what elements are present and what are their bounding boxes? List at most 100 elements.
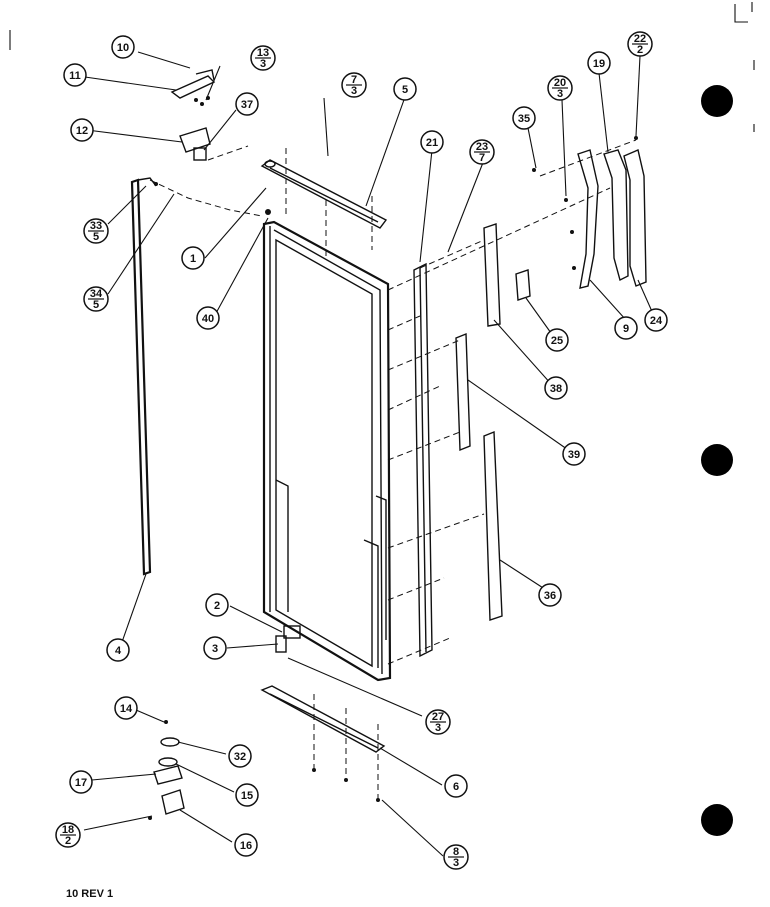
callout-sheet-number: 5	[93, 299, 99, 311]
callout-number: 35	[518, 113, 530, 125]
callout-circle	[420, 130, 444, 154]
callout-number: 16	[240, 840, 252, 852]
callout-circle	[644, 308, 668, 332]
revision-label: 10 REV 1	[66, 888, 114, 900]
callout-14: 14	[114, 696, 138, 720]
callout-40: 40	[196, 306, 220, 330]
callout-number: 33	[90, 220, 102, 232]
door-gasket-strip	[130, 177, 263, 576]
callout-number: 10	[117, 42, 129, 54]
callout-circle	[444, 774, 468, 798]
callout-sheet-number: 2	[637, 44, 643, 56]
callout-6: 6	[444, 774, 468, 798]
callout-number: 37	[241, 99, 253, 111]
callout-5: 5	[393, 77, 417, 101]
callout-11: 11	[63, 63, 87, 87]
callout-number: 6	[453, 781, 459, 793]
callout-sheet-number: 3	[453, 857, 459, 869]
callout-sheet-number: 3	[435, 722, 441, 734]
callout-9: 9	[614, 316, 638, 340]
callout-number: 32	[234, 751, 246, 763]
callout-4: 4	[106, 638, 130, 662]
callout-number: 38	[550, 383, 562, 395]
callout-2: 2	[205, 593, 229, 617]
scan-edge-marks	[9, 2, 755, 132]
callout-number: 39	[568, 449, 580, 461]
callout-33-5: 335	[83, 218, 109, 244]
callout-number: 24	[650, 315, 663, 327]
callout-38: 38	[544, 376, 568, 400]
callout-circle	[234, 833, 258, 857]
callout-circle	[203, 636, 227, 660]
callout-number: 13	[257, 47, 269, 59]
binder-holes	[701, 85, 733, 836]
callout-circle	[512, 106, 536, 130]
bottom-door-cap	[260, 685, 386, 753]
callout-circle	[544, 376, 568, 400]
callout-39: 39	[562, 442, 586, 466]
callout-sheet-number: 3	[557, 88, 563, 100]
callout-number: 2	[214, 600, 220, 612]
callout-3: 3	[203, 636, 227, 660]
callout-number: 15	[241, 790, 253, 802]
callout-circle	[235, 92, 259, 116]
callout-circle	[235, 783, 259, 807]
callout-32: 32	[228, 744, 252, 768]
callout-number: 8	[453, 846, 459, 858]
callout-circle	[106, 638, 130, 662]
leader-lines	[83, 51, 655, 857]
callout-number: 1	[190, 253, 196, 265]
callout-24: 24	[644, 308, 668, 332]
callout-20-3: 203	[547, 75, 573, 101]
callout-circle	[562, 442, 586, 466]
callout-1: 1	[181, 246, 205, 270]
callout-number: 5	[402, 84, 408, 96]
callout-15: 15	[235, 783, 259, 807]
callout-25: 25	[545, 328, 569, 352]
callout-circle	[181, 246, 205, 270]
callout-13-3: 133	[250, 45, 276, 71]
callout-number: 36	[544, 590, 556, 602]
callout-19: 19	[587, 51, 611, 75]
door-stop-parts	[275, 625, 301, 653]
top-door-cap	[260, 159, 388, 229]
callout-circle	[587, 51, 611, 75]
callout-number: 12	[76, 125, 88, 137]
door-shelf-brackets	[455, 223, 531, 621]
callout-10: 10	[111, 35, 135, 59]
callout-circle	[111, 35, 135, 59]
callout-circle	[205, 593, 229, 617]
callout-number: 21	[426, 137, 438, 149]
callout-number: 11	[69, 70, 81, 82]
door-side-liner	[413, 262, 433, 658]
callout-sheet-number: 5	[93, 231, 99, 243]
callout-number: 14	[120, 703, 133, 715]
callout-7-3: 73	[341, 72, 367, 98]
callout-35: 35	[512, 106, 536, 130]
callout-number: 17	[75, 777, 87, 789]
callout-number: 40	[202, 313, 214, 325]
callout-circle	[63, 63, 87, 87]
callout-number: 3	[212, 643, 218, 655]
callout-27-3: 273	[425, 709, 451, 735]
callout-number: 27	[432, 711, 444, 723]
assembly-lines	[285, 139, 637, 802]
callout-16: 16	[234, 833, 258, 857]
callout-sheet-number: 3	[260, 58, 266, 70]
callout-circle	[393, 77, 417, 101]
callout-number: 34	[90, 288, 103, 300]
callout-23-7: 237	[469, 139, 495, 165]
callout-18-2: 182	[55, 822, 81, 848]
callout-number: 9	[623, 323, 629, 335]
callout-number: 25	[551, 335, 563, 347]
callout-number: 19	[593, 58, 605, 70]
callout-12: 12	[70, 118, 94, 142]
callout-circle	[614, 316, 638, 340]
callout-number: 18	[62, 824, 74, 836]
door-handle-parts	[532, 136, 647, 289]
callout-circle	[228, 744, 252, 768]
callout-36: 36	[538, 583, 562, 607]
